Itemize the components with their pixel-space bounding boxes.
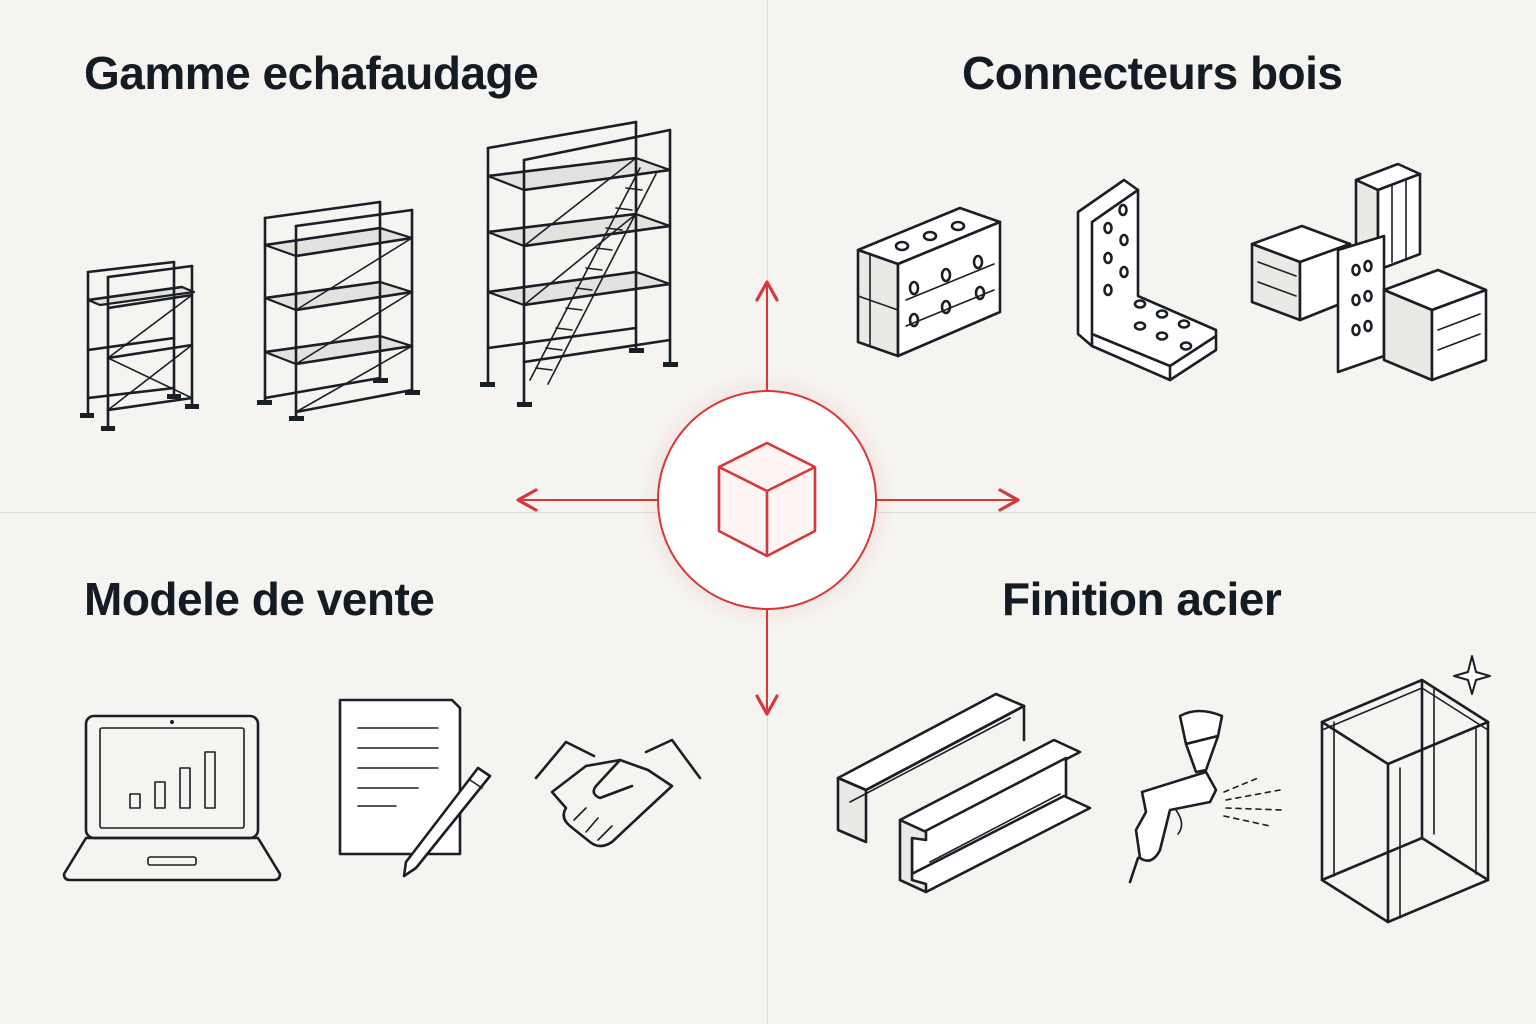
tall-scaffold-with-stairs-icon xyxy=(480,120,678,407)
quadrant-title-wood-connectors: Connecteurs bois xyxy=(962,47,1343,99)
center-hub xyxy=(516,280,1020,716)
quadrant-title-steel-finish: Finition acier xyxy=(1002,573,1282,625)
small-scaffold-icon xyxy=(80,260,199,431)
steel-frame-icon xyxy=(1320,655,1491,924)
sparkle-icon xyxy=(1453,655,1491,695)
cube-icon xyxy=(717,441,817,558)
contract-document-icon xyxy=(338,698,492,878)
handshake-icon xyxy=(534,738,702,848)
steel-beams-icon xyxy=(836,692,1092,894)
post-beam-connector-icon xyxy=(1250,162,1488,382)
quadrant-title-scaffolding: Gamme echafaudage xyxy=(84,47,539,99)
medium-scaffold-icon xyxy=(257,200,420,421)
quadrant-title-sales-model: Modele de vente xyxy=(84,573,435,625)
timber-splice-plate-icon xyxy=(856,206,1002,358)
laptop-bar-chart-icon xyxy=(62,714,282,882)
spray-gun-icon xyxy=(1128,709,1283,884)
angle-bracket-icon xyxy=(1076,178,1218,382)
